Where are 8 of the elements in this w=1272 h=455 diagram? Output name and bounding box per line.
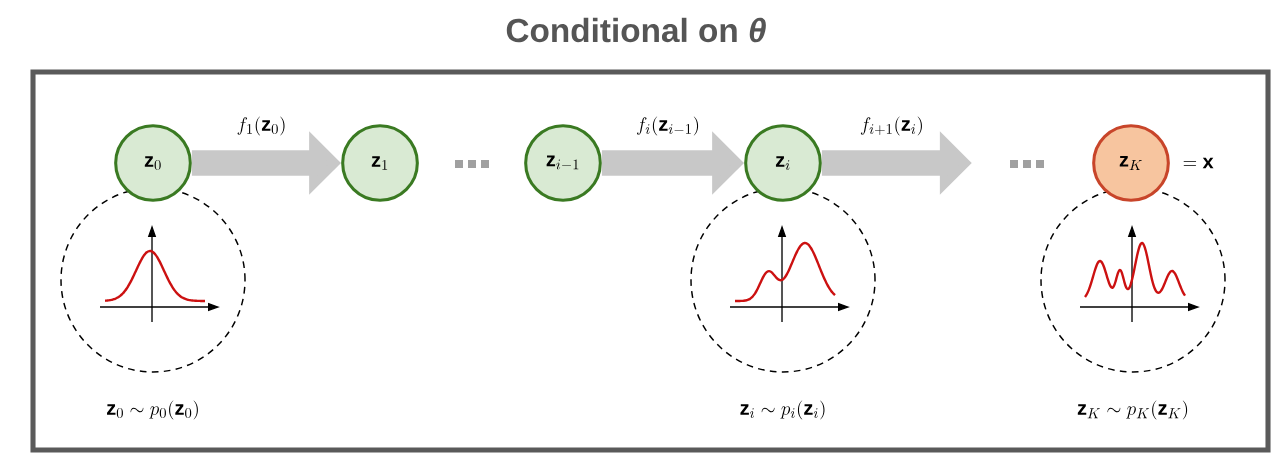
distribution-label: $\mathbf{z}_0 \sim p_0(\mathbf{z}_0)$ (107, 400, 198, 420)
equation-label: $= \mathbf{x}$ (1183, 157, 1214, 169)
title: Conditional on θ (506, 17, 766, 43)
edge-label: $f_i(\mathbf{z}_{i-1})$ (634, 115, 702, 137)
edge-label: $f_{i+1}(\mathbf{z}_i)$ (858, 115, 926, 137)
distribution-label: $\mathbf{z}_K \sim p_K(\mathbf{z}_K)$ (1077, 400, 1188, 420)
distribution-label: $\mathbf{z}_i \sim p_i(\mathbf{z}_i)$ (740, 400, 825, 420)
edge-label: $f_1(\mathbf{z}_0)$ (235, 115, 288, 137)
